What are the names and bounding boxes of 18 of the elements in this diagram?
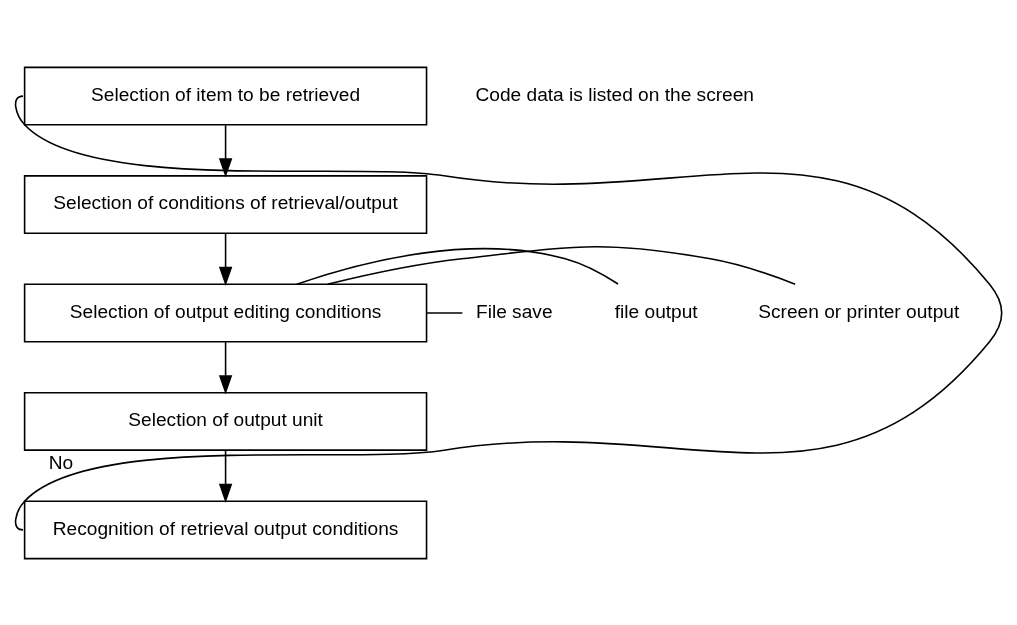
connector [296,247,619,285]
node-text: file output [614,300,698,322]
arrow [218,232,233,286]
arrow [218,124,233,178]
node-text: Screen or printer output [758,300,960,322]
arrow [218,340,233,394]
arrow [218,449,233,503]
connector [326,245,796,285]
node-box: Selection of output editing conditions [23,283,428,342]
label: Code data is listed on the screen [475,83,755,105]
connector [426,311,464,314]
node-box: Selection of conditions of retrieval/output [23,174,428,234]
node-box: Selection of item to be retrieved [23,66,428,126]
connector [14,94,1003,531]
node-text: File save [476,300,553,322]
node-box: Selection of output unit [23,391,428,451]
node-box: Recognition of retrieval output conditions [23,499,428,559]
edge-label: No [48,451,74,473]
